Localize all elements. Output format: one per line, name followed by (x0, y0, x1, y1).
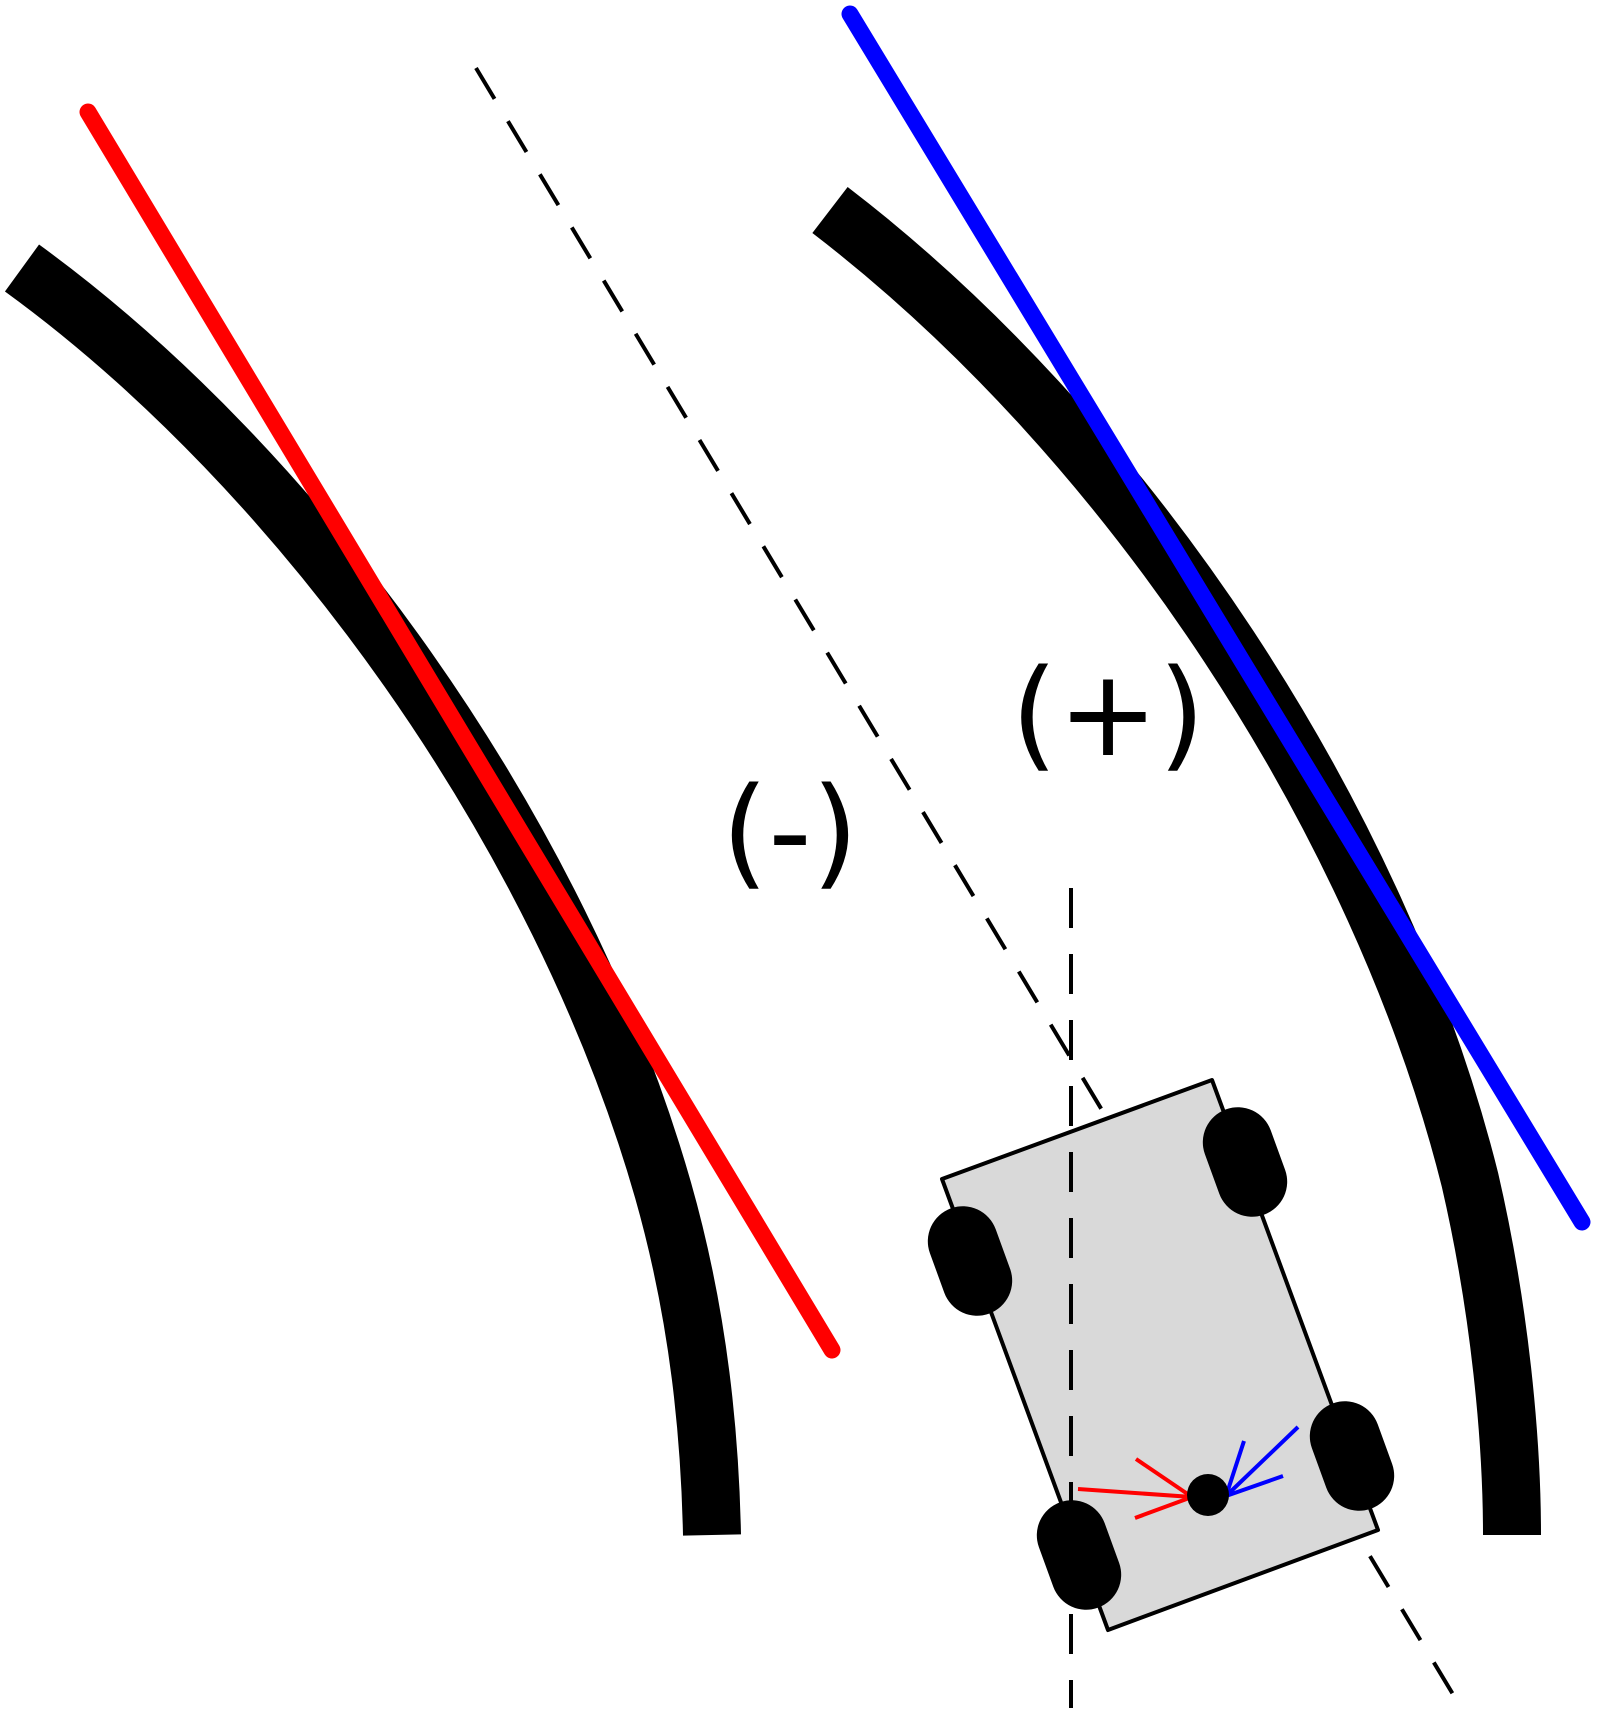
wheels (927, 1107, 1395, 1610)
positive-side-label: (+) (1011, 645, 1205, 784)
rear-left-wheel (1036, 1500, 1122, 1610)
right-road-boundary (812, 186, 1541, 1536)
front-left-wheel (927, 1206, 1013, 1316)
car-body (940, 1078, 1380, 1632)
front-right-wheel (1202, 1107, 1288, 1217)
lane-centerline (474, 66, 1462, 1708)
reference-point (1187, 1474, 1229, 1516)
negative-side-label: (-) (722, 763, 859, 902)
left-road-boundary (4, 244, 741, 1536)
rear-right-wheel (1309, 1401, 1395, 1511)
left-tangent-line (79, 103, 841, 1359)
right-tangent-line (841, 5, 1591, 1231)
